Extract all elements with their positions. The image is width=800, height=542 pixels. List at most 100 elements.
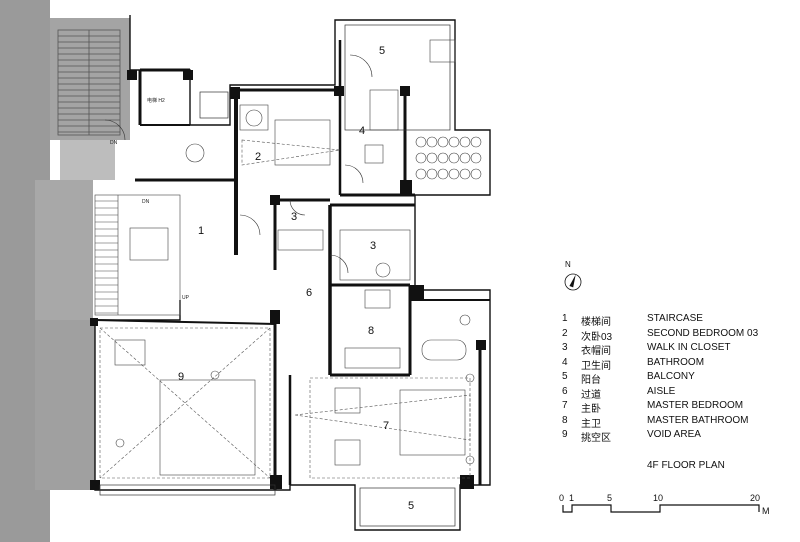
lamp: [465, 455, 475, 465]
column: [230, 87, 240, 99]
room-label-second-bedroom: 2: [255, 151, 261, 163]
planter: [426, 136, 438, 148]
planter: [470, 136, 482, 148]
legend-chinese-label: 卫生间: [581, 360, 611, 372]
lamp: [210, 370, 220, 380]
north-arrow: [564, 273, 582, 291]
balcony-outlines: [99, 24, 456, 527]
up-stair-label: UP: [182, 295, 190, 301]
planter: [470, 152, 482, 164]
legend-number: 8: [562, 414, 568, 426]
hall-stair-outline: [94, 194, 181, 316]
planter: [437, 152, 449, 164]
bedroom2-chair: [239, 104, 269, 131]
walls: [94, 15, 491, 531]
void-chair: [114, 339, 146, 366]
outer-wall: [94, 15, 491, 531]
lamp: [375, 262, 391, 278]
column: [400, 180, 412, 196]
legend-chinese-label: 衣帽间: [581, 346, 611, 357]
room-label-void: 9: [178, 371, 184, 383]
room-label-aisle: 6: [306, 287, 312, 299]
planter: [448, 136, 460, 148]
lamp: [245, 109, 263, 127]
room-label-closet-a: 3: [291, 211, 297, 223]
shaded-south-west: [35, 320, 95, 490]
legend-number: 3: [562, 342, 568, 353]
door-swing: [349, 54, 373, 78]
scale-tick-5: 5: [607, 493, 613, 503]
legend-english-label: MASTER BEDROOM: [647, 400, 744, 411]
column: [270, 475, 282, 489]
furniture: [114, 39, 467, 476]
planter: [415, 152, 427, 164]
planter: [426, 168, 438, 180]
hall-stair-treads: [95, 200, 118, 314]
column: [90, 480, 100, 490]
planter: [459, 136, 471, 148]
small-annotations: 电梯 H2 DN DN UP: [110, 97, 190, 301]
bed-master: [399, 389, 466, 456]
elevator-label: 电梯 H2: [147, 97, 165, 104]
bed-second-bedroom: [274, 119, 331, 166]
closet-b-shelves: [339, 229, 411, 281]
hall-table: [185, 143, 205, 163]
toilet-master: [364, 289, 391, 309]
master-dashed: [294, 394, 471, 441]
scale-tick-0: 0: [559, 493, 565, 503]
planter: [459, 168, 471, 180]
column: [460, 475, 474, 489]
door-swing: [104, 119, 126, 141]
room-label-bathroom: 4: [359, 125, 365, 137]
legend-english-label: WALK IN CLOSET: [647, 342, 731, 353]
legend-number: 4: [562, 356, 568, 368]
planter-grid: [415, 136, 482, 180]
planter: [415, 168, 427, 180]
wall-void-north: [94, 319, 276, 325]
scale-unit: M: [762, 506, 770, 516]
void-diagonal: [99, 327, 271, 479]
planter: [415, 136, 427, 148]
window-niche: [199, 91, 229, 119]
legend-chinese-label: 楼梯间: [581, 317, 611, 328]
column: [127, 70, 137, 80]
legend-chinese-label: 挑空区: [581, 433, 611, 444]
scale-bar: [562, 504, 760, 513]
door-swing: [329, 254, 349, 274]
top-stair-treads: [57, 29, 121, 136]
column: [270, 310, 280, 324]
legend-english-label: BATHROOM: [647, 356, 705, 368]
room-label-closet-b: 3: [370, 240, 376, 252]
north-label: N: [565, 260, 571, 269]
void-diagonal: [99, 327, 271, 479]
legend-number: 7: [562, 400, 568, 411]
stair-table: [129, 227, 169, 261]
room-label-master-bedroom: 7: [383, 420, 389, 432]
door-swing: [289, 199, 306, 216]
bathtub: [421, 339, 467, 361]
legend-number: 1: [562, 313, 568, 324]
bedroom2-dashed: [241, 139, 341, 166]
legend-chinese-label: 阳台: [581, 375, 601, 386]
legend-english-label: STAIRCASE: [647, 313, 703, 324]
door-swing: [344, 164, 364, 184]
dashed-ceiling-lines: [99, 139, 471, 479]
balcony-chair: [429, 39, 456, 63]
scale-tick-10: 10: [653, 493, 664, 503]
legend-english-label: AISLE: [647, 385, 676, 397]
hall-stair: [94, 194, 181, 316]
column: [400, 86, 410, 96]
legend-chinese-label: 过道: [581, 389, 601, 401]
top-stair-tread-lines: [58, 35, 120, 133]
legend-number: 5: [562, 371, 568, 382]
room-label-master-bathroom: 8: [368, 325, 374, 337]
closet-a-shelves: [277, 229, 324, 251]
legend-english-label: VOID AREA: [647, 429, 701, 440]
legend-english-label: SECOND BEDROOM 03: [647, 327, 759, 339]
toilet-b4: [364, 144, 384, 164]
balcony-bottom-outline: [359, 487, 456, 527]
void-ceiling: [99, 327, 271, 479]
planter: [459, 152, 471, 164]
